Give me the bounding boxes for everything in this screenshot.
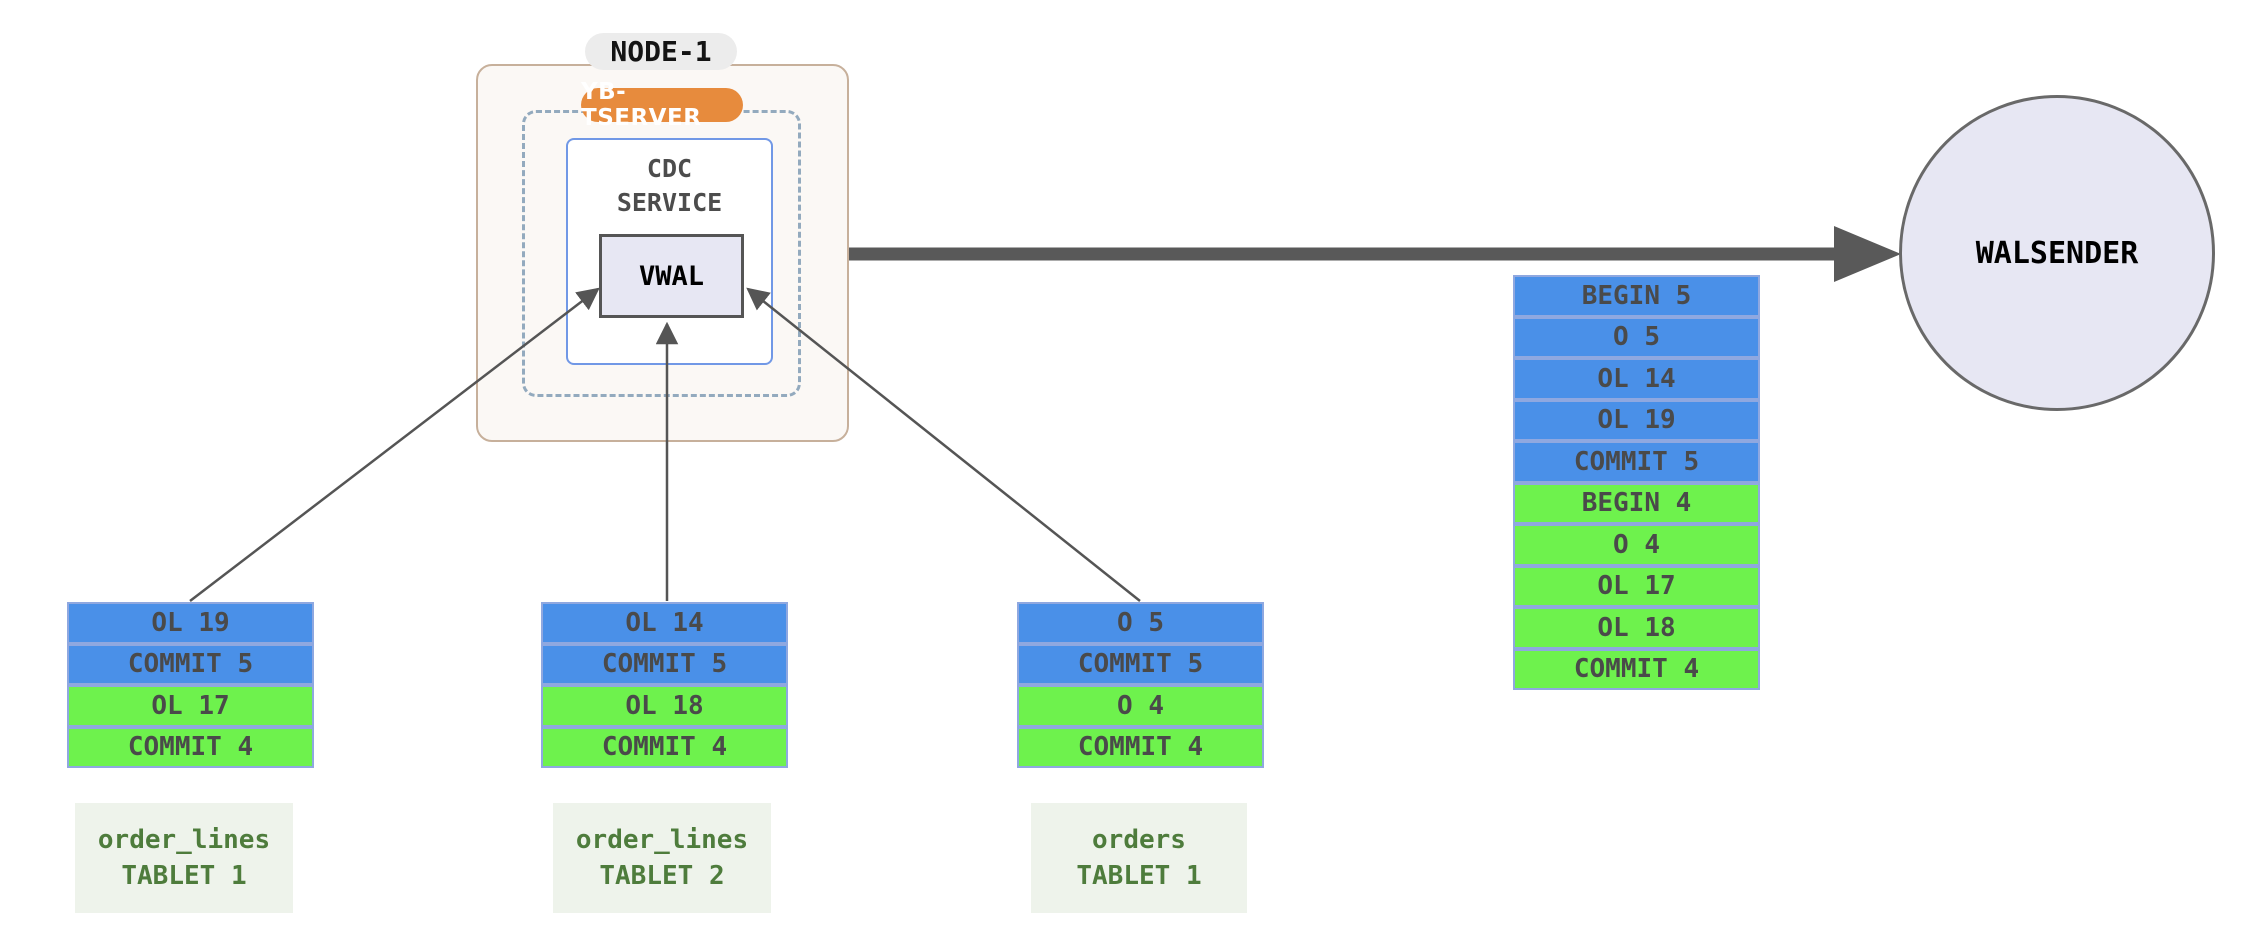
log-row: COMMIT 5 bbox=[1017, 643, 1264, 685]
log-row: O 5 bbox=[1513, 316, 1760, 358]
log-row: OL 17 bbox=[67, 685, 314, 727]
log-row: O 5 bbox=[1017, 602, 1264, 644]
log-row: BEGIN 5 bbox=[1513, 275, 1760, 317]
node1-title-pill: NODE-1 bbox=[585, 33, 737, 70]
caption-table-name: order_lines bbox=[97, 824, 271, 855]
log-row: COMMIT 4 bbox=[541, 726, 788, 768]
log-row: O 4 bbox=[1513, 524, 1760, 566]
caption-order-lines-tablet-1: order_lines TABLET 1 bbox=[75, 803, 293, 913]
caption-tablet-name: TABLET 2 bbox=[599, 861, 725, 891]
log-row: COMMIT 5 bbox=[541, 643, 788, 685]
log-row: OL 14 bbox=[1513, 358, 1760, 400]
cdc-service-label-line1: CDC bbox=[646, 154, 693, 183]
log-row: COMMIT 5 bbox=[67, 643, 314, 685]
caption-table-name: order_lines bbox=[575, 824, 749, 855]
log-row: OL 14 bbox=[541, 602, 788, 644]
vwal-label: VWAL bbox=[638, 260, 705, 292]
node1-title-label: NODE-1 bbox=[610, 35, 712, 68]
walsender-label: WALSENDER bbox=[1975, 235, 2139, 271]
log-row: O 4 bbox=[1017, 685, 1264, 727]
caption-tablet-name: TABLET 1 bbox=[121, 861, 247, 891]
log-row: OL 17 bbox=[1513, 565, 1760, 607]
log-row: BEGIN 4 bbox=[1513, 482, 1760, 524]
vwal-box: VWAL bbox=[599, 234, 744, 318]
log-row: OL 18 bbox=[541, 685, 788, 727]
log-row: OL 18 bbox=[1513, 607, 1760, 649]
caption-orders-tablet-1: orders TABLET 1 bbox=[1031, 803, 1247, 913]
log-row: COMMIT 4 bbox=[1017, 726, 1264, 768]
walsender-circle: WALSENDER bbox=[1899, 95, 2215, 411]
caption-order-lines-tablet-2: order_lines TABLET 2 bbox=[553, 803, 771, 913]
log-row: OL 19 bbox=[67, 602, 314, 644]
yb-tserver-badge: YB-TSERVER bbox=[581, 79, 743, 131]
yb-tserver-label: YB-TSERVER bbox=[581, 79, 702, 131]
caption-table-name: orders bbox=[1092, 824, 1186, 855]
log-row: COMMIT 4 bbox=[67, 726, 314, 768]
log-row: COMMIT 4 bbox=[1513, 648, 1760, 690]
caption-tablet-name: TABLET 1 bbox=[1076, 861, 1202, 891]
cdc-service-label-line2: SERVICE bbox=[616, 187, 723, 217]
log-row: OL 19 bbox=[1513, 399, 1760, 441]
arrow-node-to-walsender-head bbox=[1834, 226, 1901, 282]
log-row: COMMIT 5 bbox=[1513, 441, 1760, 483]
